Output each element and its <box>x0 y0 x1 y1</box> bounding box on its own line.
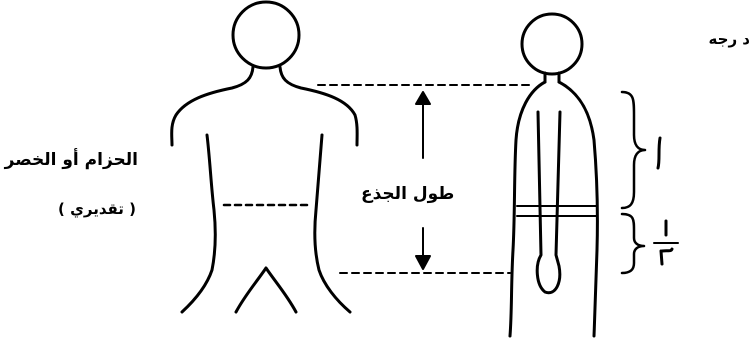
side-figure-head <box>522 14 582 74</box>
proportion-braces <box>622 92 645 273</box>
side-figure-front <box>559 82 597 336</box>
side-figure <box>510 14 597 336</box>
front-figure-right-outline <box>280 67 357 312</box>
front-figure-crotch <box>236 268 296 312</box>
front-figure-left-outline <box>172 67 253 312</box>
front-figure <box>172 2 357 312</box>
brace-upper <box>622 92 645 208</box>
corner-label: د رجه <box>709 30 750 48</box>
ratio-two-denominator <box>661 249 672 264</box>
front-figure-head <box>233 2 299 68</box>
side-figure-arm <box>537 112 560 293</box>
trunk-arrow-head-up <box>416 92 430 104</box>
approximate-label: ( تقديري ) <box>58 200 136 218</box>
ratio-one-upper <box>658 138 660 168</box>
ratio-numerals <box>654 138 678 264</box>
belt-or-waist-label: الحزام أو الخصر <box>5 150 138 170</box>
trunk-length-label: طول الجذع <box>361 184 454 204</box>
brace-lower <box>622 214 644 273</box>
trunk-arrow-head-down <box>416 256 430 269</box>
measurement-guides <box>318 85 530 273</box>
